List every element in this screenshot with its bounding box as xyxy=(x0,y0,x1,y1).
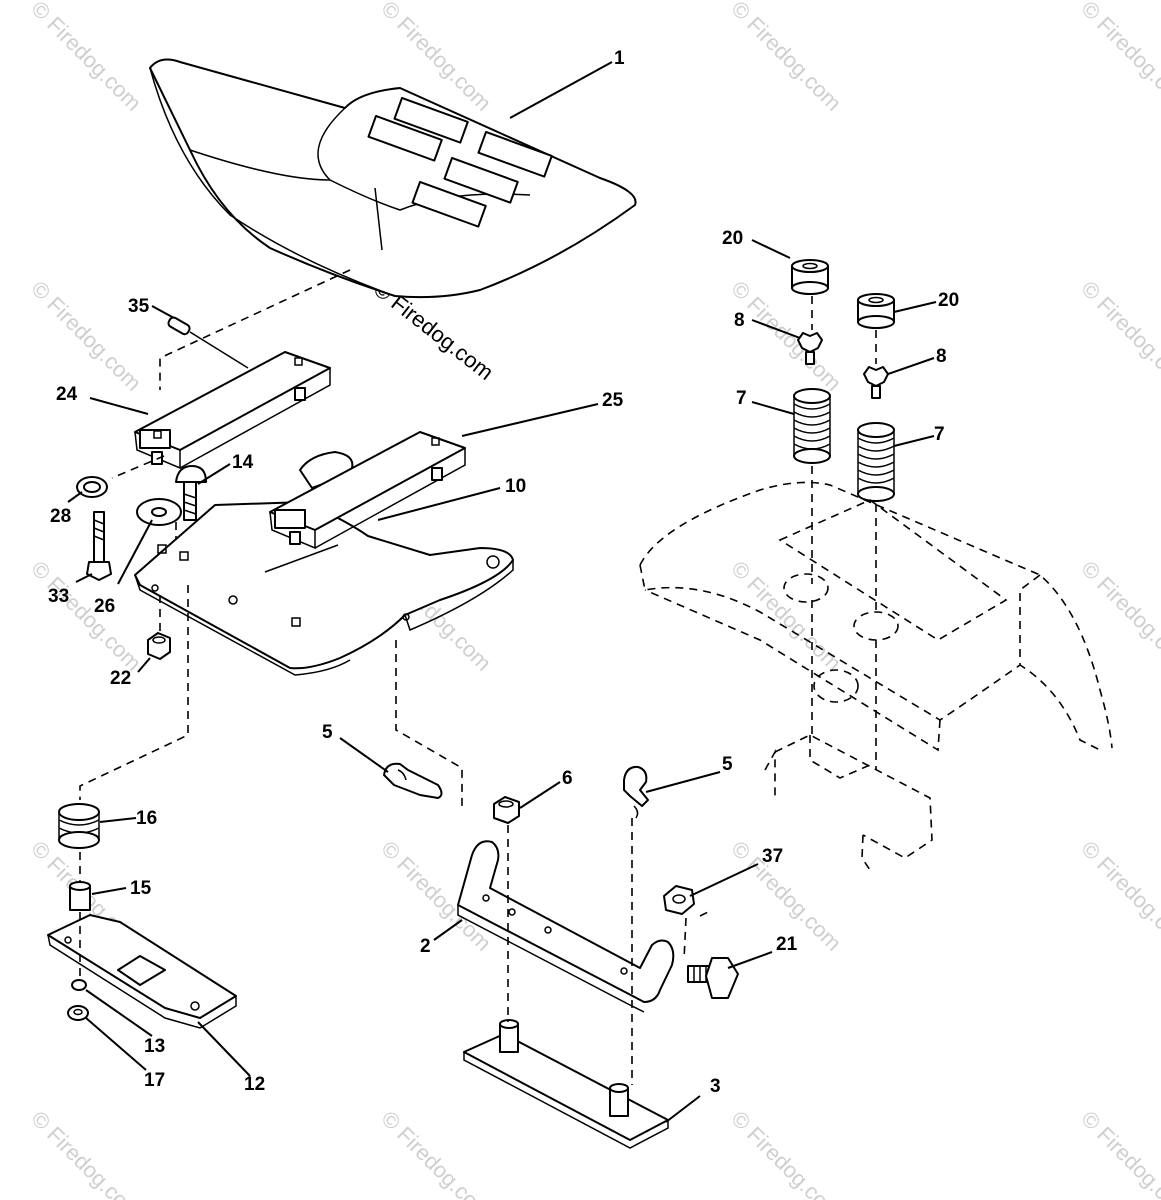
assembly-lines xyxy=(79,269,877,1085)
watermark: © Firedog.com xyxy=(1076,0,1161,116)
watermark: © Firedog.com xyxy=(26,276,146,396)
plate-part-3 xyxy=(463,1019,669,1149)
callout-21: 21 xyxy=(776,934,798,955)
watermark: © Firedog.com xyxy=(1076,276,1161,396)
watermark: © Firedog.com xyxy=(1076,556,1161,676)
callout-20-right: 20 xyxy=(938,290,959,311)
callout-1: 1 xyxy=(614,48,625,69)
watermark: © Firedog.com xyxy=(1076,1106,1161,1200)
nut-part-22 xyxy=(147,632,171,660)
callout-37: 37 xyxy=(762,846,783,867)
bushing-part-15 xyxy=(69,881,91,911)
bumper-part-20-left xyxy=(791,259,829,295)
slide-rail-part-25 xyxy=(269,431,466,550)
lock-washer-part-8-right xyxy=(863,366,889,399)
bracket-part-2 xyxy=(457,840,675,1013)
clip-part-5-left xyxy=(383,762,443,799)
callout-14: 14 xyxy=(232,452,254,473)
callout-2: 2 xyxy=(420,936,431,957)
callout-3: 3 xyxy=(710,1076,721,1097)
washer-part-26 xyxy=(136,498,182,526)
pin-part-35 xyxy=(167,316,249,369)
callout-7-left: 7 xyxy=(736,388,747,409)
watermark: © Firedog.com xyxy=(726,276,846,396)
watermark: © Firedog.com xyxy=(26,0,146,116)
clip-part-5-right xyxy=(623,765,649,819)
shoulder-bolt-part-21 xyxy=(687,957,739,999)
spring-part-16 xyxy=(58,803,100,849)
bolt-part-33 xyxy=(86,511,112,581)
nut-part-13 xyxy=(71,979,87,991)
callout-28: 28 xyxy=(50,506,71,527)
watermark: © Firedog.com xyxy=(1076,836,1161,956)
callout-12: 12 xyxy=(244,1074,265,1095)
spring-part-7-left xyxy=(793,388,831,464)
callout-16: 16 xyxy=(136,808,157,829)
callout-20-left: 20 xyxy=(722,228,743,249)
leader-lines xyxy=(67,61,937,1123)
callout-7-right: 7 xyxy=(934,424,945,445)
watermark: © Firedog.com xyxy=(376,1106,496,1200)
callout-labels: 1 2 3 5 5 6 7 7 8 8 10 12 13 14 15 16 17… xyxy=(48,48,959,1097)
callout-5-left: 5 xyxy=(322,722,333,743)
watermark: © Firedog.com xyxy=(726,556,846,676)
washer-part-17 xyxy=(67,1005,89,1021)
callout-8-left: 8 xyxy=(734,310,745,331)
callout-8-right: 8 xyxy=(936,346,947,367)
callout-22: 22 xyxy=(110,668,131,689)
callout-17: 17 xyxy=(144,1070,165,1091)
seat-part-1 xyxy=(149,58,637,299)
nut-part-37 xyxy=(663,885,695,915)
nut-part-6 xyxy=(493,796,520,824)
seat-pan-part-10 xyxy=(134,451,514,676)
spring-part-7-right xyxy=(857,422,895,502)
callout-24: 24 xyxy=(56,384,78,405)
fender-reference xyxy=(639,481,1113,871)
callout-13: 13 xyxy=(144,1036,165,1057)
watermark: © Firedog.com xyxy=(726,1106,846,1200)
watermark: © Firedog.com xyxy=(726,0,846,116)
callout-33: 33 xyxy=(48,586,69,607)
callout-6: 6 xyxy=(562,768,573,789)
carriage-bolt-part-14 xyxy=(175,465,207,521)
bumper-part-20-right xyxy=(857,293,895,329)
watermark: © Firedog.com xyxy=(26,1106,146,1200)
callout-15: 15 xyxy=(130,878,152,899)
callout-35: 35 xyxy=(128,296,150,317)
lock-washer-part-8-left xyxy=(797,332,823,365)
plate-part-12 xyxy=(47,914,237,1029)
washer-part-28 xyxy=(76,476,108,498)
callout-10: 10 xyxy=(505,476,526,497)
slide-rail-part-24 xyxy=(134,351,331,470)
callout-25: 25 xyxy=(602,390,624,411)
callout-26: 26 xyxy=(94,596,115,617)
callout-5-right: 5 xyxy=(722,754,733,775)
